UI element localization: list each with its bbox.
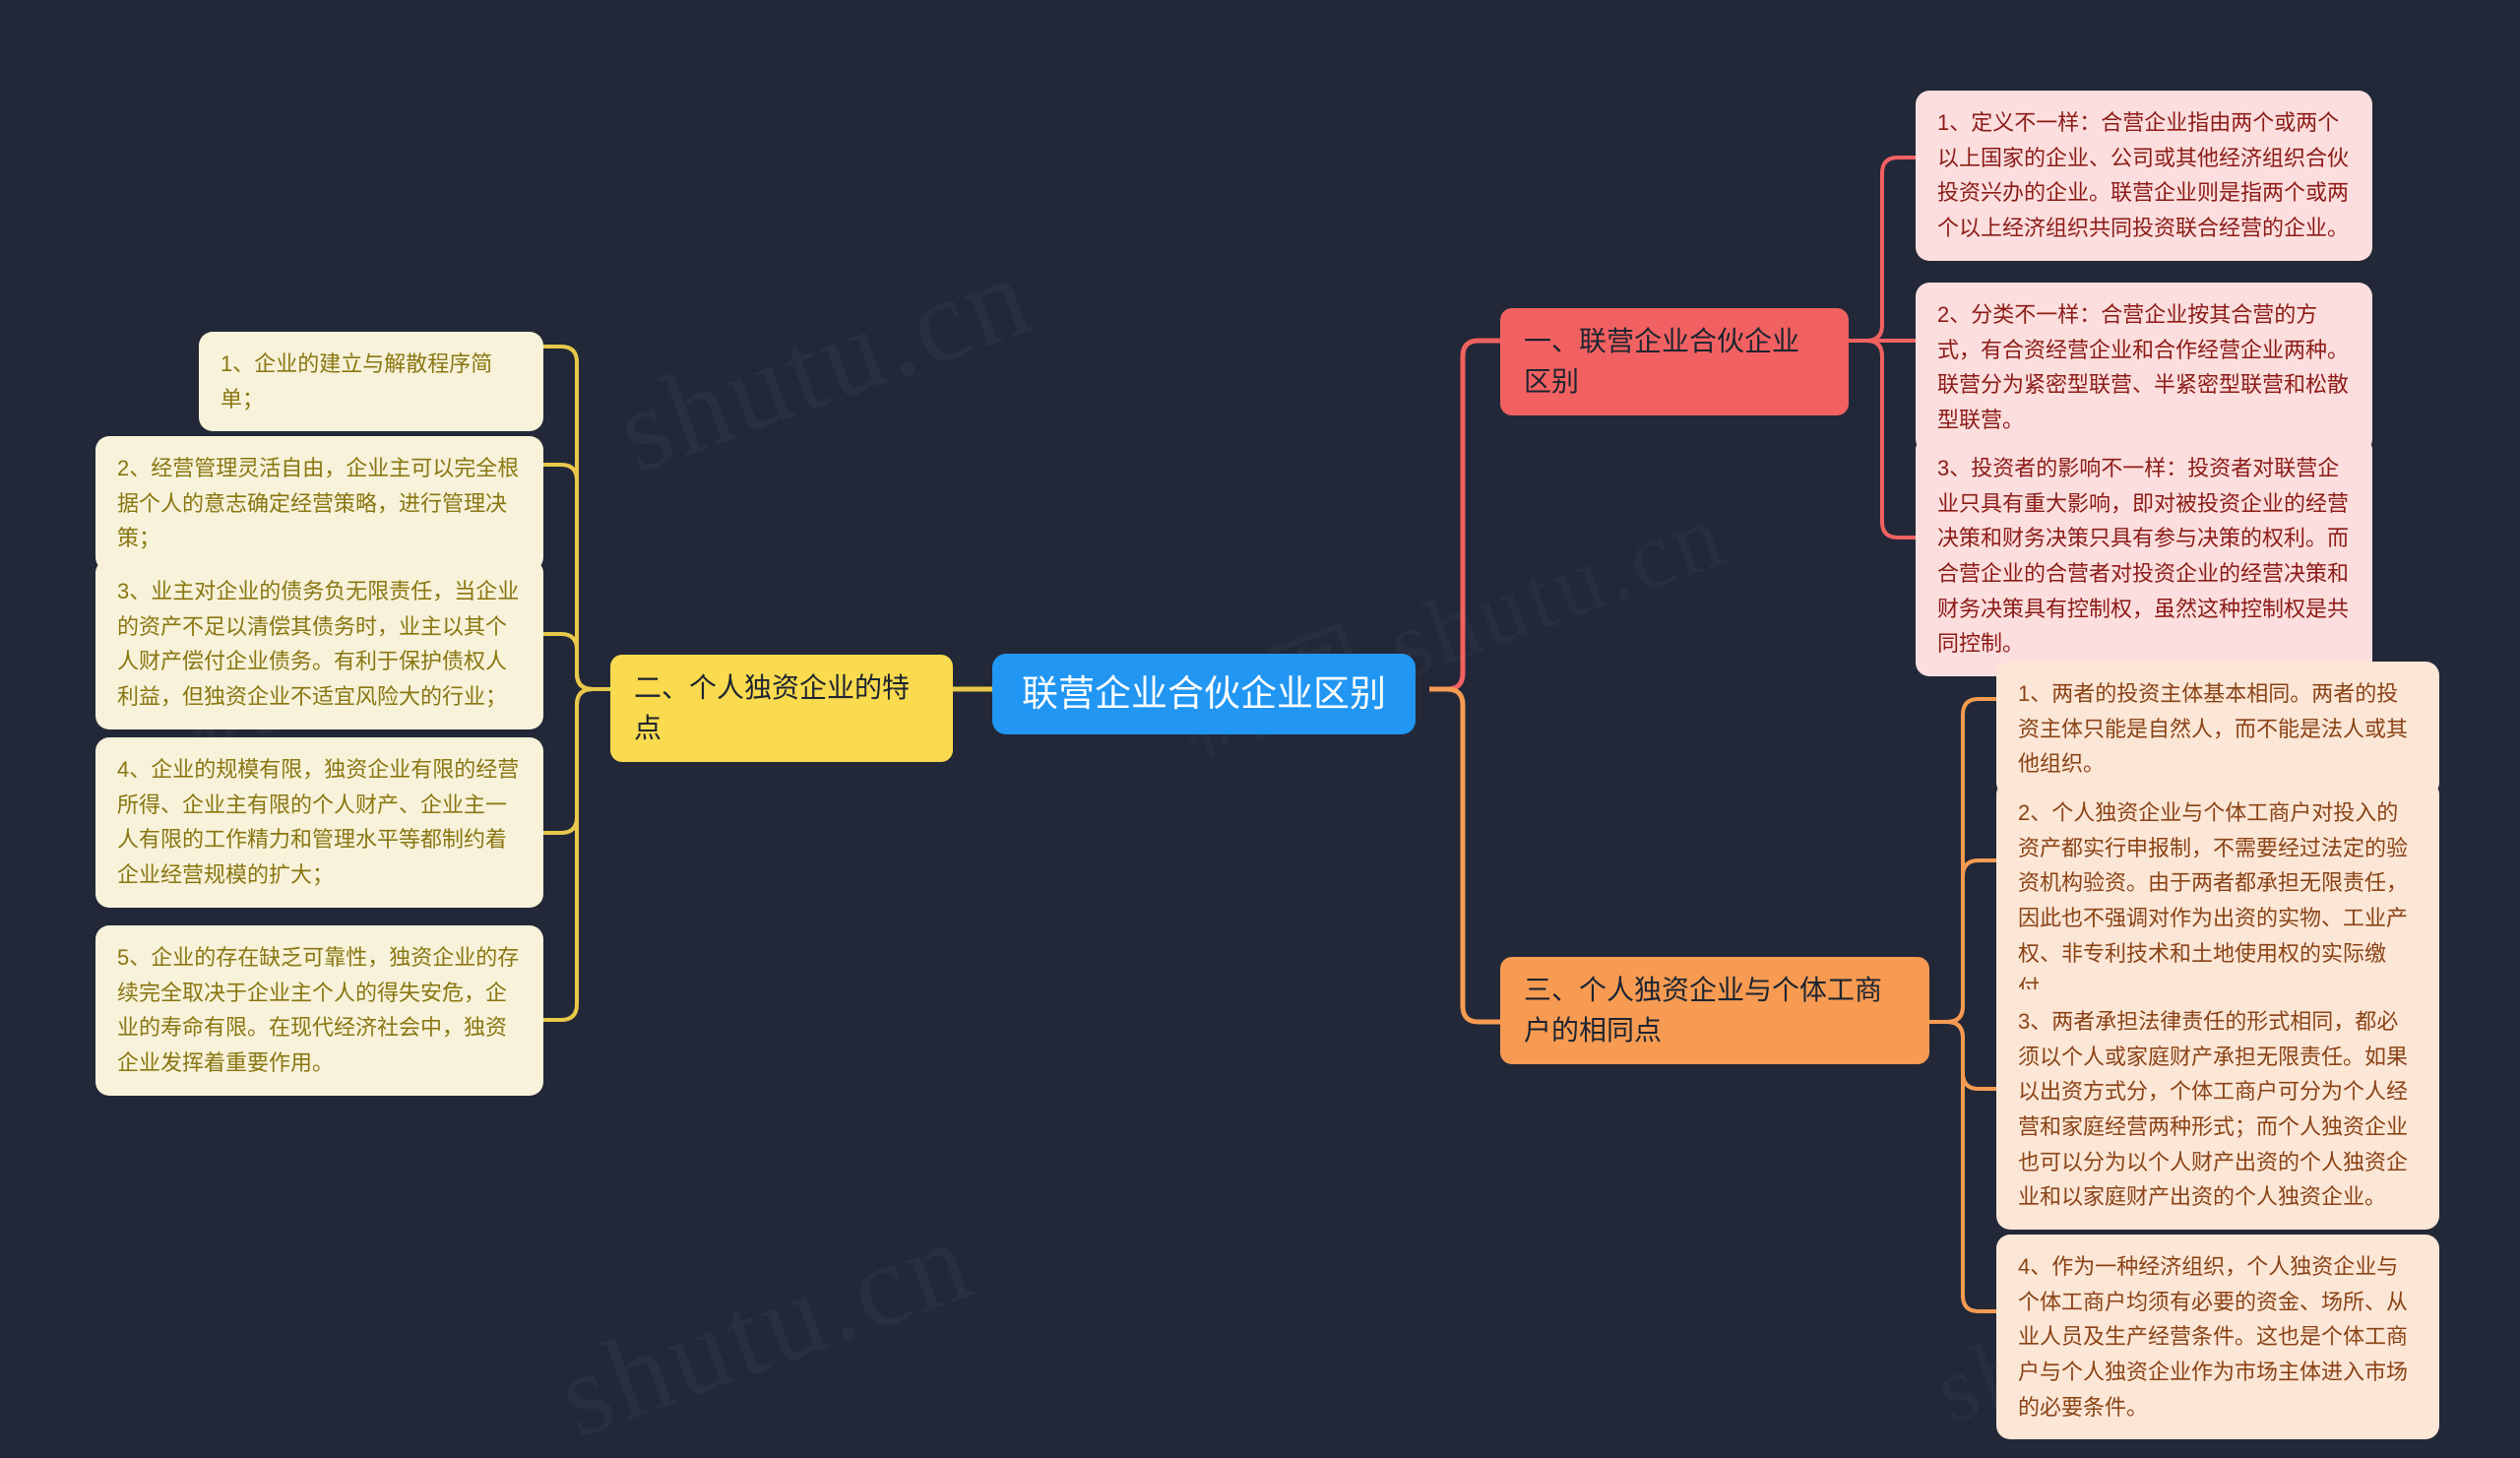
- leaf-node[interactable]: 1、企业的建立与解散程序简单；: [199, 332, 543, 432]
- branch-node-three-label: 三、个人独资企业与个体工商户的相同点: [1524, 975, 1883, 1046]
- leaf-node[interactable]: 2、经营管理灵活自由，企业主可以完全根据个人的意志确定经营策略，进行管理决策；: [95, 436, 543, 571]
- watermark-text: shutu.cn: [600, 226, 1049, 501]
- leaf-text: 2、经营管理灵活自由，企业主可以完全根据个人的意志确定经营策略，进行管理决策；: [117, 456, 520, 551]
- leaf-text: 5、企业的存在缺乏可靠性，独资企业的存续完全取决于企业主个人的得失安危，企业的寿…: [117, 945, 520, 1075]
- leaf-text: 1、企业的建立与解散程序简单；: [220, 351, 493, 412]
- central-topic-label: 联营企业合伙企业区别: [1022, 673, 1386, 714]
- leaf-node[interactable]: 4、企业的规模有限，独资企业有限的经营所得、企业主有限的个人财产、企业主一人有限…: [95, 737, 543, 908]
- leaf-text: 1、两者的投资主体基本相同。两者的投资主体只能是自然人，而不能是法人或其他组织。: [2018, 681, 2409, 777]
- leaf-text: 4、企业的规模有限，独资企业有限的经营所得、企业主有限的个人财产、企业主一人有限…: [117, 757, 520, 887]
- leaf-text: 3、两者承担法律责任的形式相同，都必须以个人或家庭财产承担无限责任。如果以出资方…: [2018, 1009, 2409, 1210]
- leaf-text: 3、业主对企业的债务负无限责任，当企业的资产不足以清偿其债务时，业主以其个人财产…: [117, 579, 520, 709]
- leaf-node[interactable]: 3、两者承担法律责任的形式相同，都必须以个人或家庭财产承担无限责任。如果以出资方…: [1996, 989, 2439, 1230]
- branch-node-two-label: 二、个人独资企业的特点: [634, 672, 911, 743]
- leaf-text: 3、投资者的影响不一样：投资者对联营企业只具有重大影响，即对被投资企业的经营决策…: [1937, 456, 2350, 657]
- central-topic-node[interactable]: 联营企业合伙企业区别: [992, 654, 1416, 734]
- leaf-node[interactable]: 1、两者的投资主体基本相同。两者的投资主体只能是自然人，而不能是法人或其他组织。: [1996, 662, 2439, 796]
- leaf-node[interactable]: 3、投资者的影响不一样：投资者对联营企业只具有重大影响，即对被投资企业的经营决策…: [1916, 436, 2372, 676]
- leaf-text: 2、个人独资企业与个体工商户对投入的资产都实行申报制，不需要经过法定的验资机构验…: [2018, 800, 2409, 1001]
- leaf-node[interactable]: 1、定义不一样：合营企业指由两个或两个以上国家的企业、公司或其他经济组织合伙投资…: [1916, 91, 2372, 261]
- leaf-node[interactable]: 4、作为一种经济组织，个人独资企业与个体工商户均须有必要的资金、场所、从业人员及…: [1996, 1235, 2439, 1440]
- leaf-text: 2、分类不一样：合营企业按其合营的方式，有合资经营企业和合作经营企业两种。联营分…: [1937, 302, 2350, 432]
- branch-node-one[interactable]: 一、联营企业合伙企业区别: [1500, 308, 1849, 416]
- leaf-text: 1、定义不一样：合营企业指由两个或两个以上国家的企业、公司或其他经济组织合伙投资…: [1937, 110, 2350, 240]
- leaf-text: 4、作为一种经济组织，个人独资企业与个体工商户均须有必要的资金、场所、从业人员及…: [2018, 1254, 2409, 1420]
- leaf-node[interactable]: 2、个人独资企业与个体工商户对投入的资产都实行申报制，不需要经过法定的验资机构验…: [1996, 781, 2439, 1021]
- leaf-node[interactable]: 5、企业的存在缺乏可靠性，独资企业的存续完全取决于企业主个人的得失安危，企业的寿…: [95, 925, 543, 1096]
- leaf-node[interactable]: 3、业主对企业的债务负无限责任，当企业的资产不足以清偿其债务时，业主以其个人财产…: [95, 559, 543, 729]
- branch-node-three[interactable]: 三、个人独资企业与个体工商户的相同点: [1500, 957, 1929, 1065]
- leaf-node[interactable]: 2、分类不一样：合营企业按其合营的方式，有合资经营企业和合作经营企业两种。联营分…: [1916, 283, 2372, 453]
- branch-node-one-label: 一、联营企业合伙企业区别: [1524, 326, 1800, 397]
- watermark-text: shutu.cn: [541, 1191, 990, 1458]
- branch-node-two[interactable]: 二、个人独资企业的特点: [610, 655, 953, 763]
